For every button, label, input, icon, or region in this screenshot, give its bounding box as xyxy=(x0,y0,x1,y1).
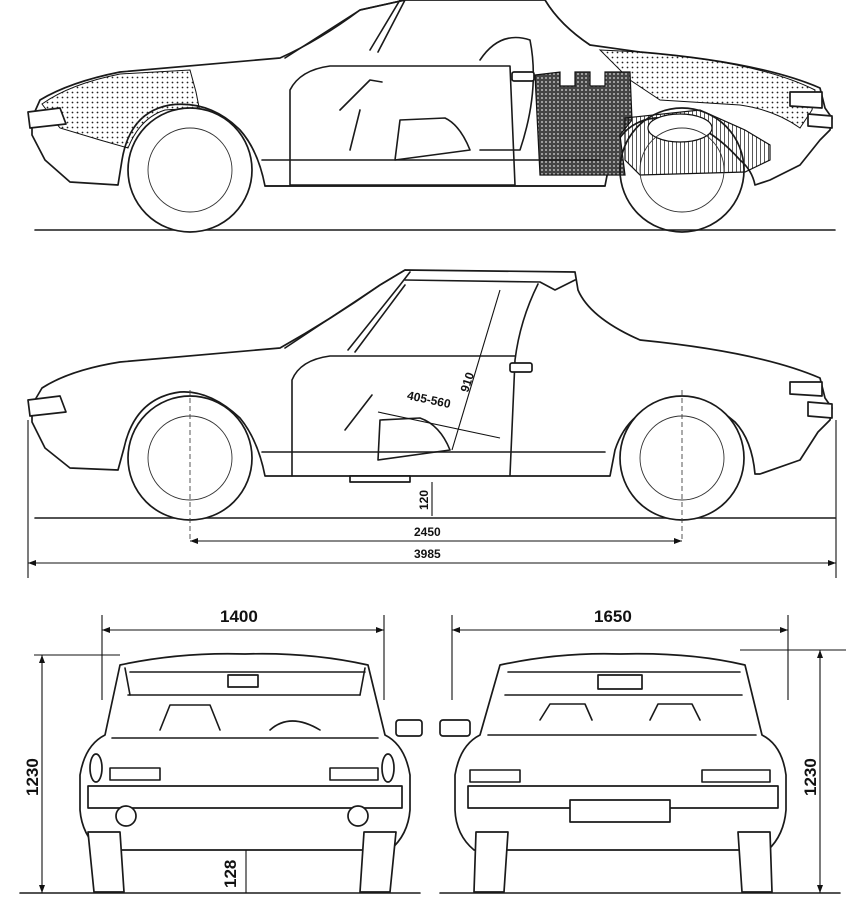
front-view: 1400 1230 128 xyxy=(19,607,423,894)
rear-seats xyxy=(539,703,701,721)
rear-deck-dotted xyxy=(598,49,816,129)
rear-bumper-cutaway xyxy=(789,91,833,129)
sill-cutaway xyxy=(261,159,606,187)
engine-block xyxy=(534,71,633,176)
seat-side xyxy=(377,417,451,461)
windscreen-side xyxy=(284,269,406,349)
overall-length-label: 3985 xyxy=(414,547,441,561)
front-indicators xyxy=(109,767,379,781)
rear-bumper xyxy=(467,785,779,809)
roof-height-dimline xyxy=(451,289,501,451)
front-bumper-cutaway xyxy=(27,107,67,129)
front-bumper-side xyxy=(27,395,67,417)
front-mirror xyxy=(395,719,423,737)
steering-cutaway xyxy=(339,79,383,151)
side-dimension-view: 910 405-560 120 2450 3985 xyxy=(27,269,837,578)
a-pillar-side xyxy=(347,271,411,353)
windscreen-cutaway xyxy=(284,0,406,59)
rear-light-clusters xyxy=(469,769,771,783)
seat-cutaway xyxy=(394,36,535,161)
front-bumper xyxy=(87,785,403,809)
targa-bar-cutaway xyxy=(544,0,591,46)
ground-clearance-label: 120 xyxy=(417,490,431,510)
rear-window xyxy=(504,671,743,696)
front-fog-left xyxy=(115,805,137,827)
door-side xyxy=(291,355,516,477)
mirror-side xyxy=(509,362,533,373)
wheelbase-label: 2450 xyxy=(414,525,441,539)
rear-left-tyre xyxy=(473,831,509,893)
door-rear-edge-side xyxy=(509,283,539,476)
front-height-label: 1230 xyxy=(23,758,42,796)
roof-height-label: 910 xyxy=(458,370,478,394)
rear-hub-cutaway xyxy=(639,127,725,213)
rear-wheel-cutaway xyxy=(619,107,745,233)
rear-roof-panel xyxy=(597,674,643,690)
rear-track-label: 1650 xyxy=(594,607,632,626)
a-pillar-cutaway xyxy=(369,0,406,53)
front-seats-steering xyxy=(159,704,321,731)
front-left-light xyxy=(89,753,103,783)
steering-column-side xyxy=(344,394,373,431)
front-right-light xyxy=(381,753,395,783)
jacking-point xyxy=(349,475,411,483)
front-wheel-cutaway xyxy=(127,107,253,233)
roof-side xyxy=(404,279,576,291)
front-fog-right xyxy=(347,805,369,827)
rear-bumper-side xyxy=(789,381,833,419)
door-cutaway xyxy=(289,65,516,186)
front-hub-cutaway xyxy=(147,127,233,213)
rear-mirror xyxy=(439,719,471,737)
seat-travel-dimline xyxy=(377,411,501,439)
mirror-cutaway xyxy=(511,71,535,82)
side-cutaway-view xyxy=(27,0,836,233)
rear-right-tyre xyxy=(737,831,773,893)
front-right-tyre xyxy=(359,831,397,893)
front-windscreen-top xyxy=(127,671,366,696)
front-track-label: 1400 xyxy=(220,607,258,626)
rear-view-mirror-front xyxy=(227,674,259,688)
rear-plate xyxy=(569,799,671,823)
front-clearance-label: 128 xyxy=(221,860,240,888)
front-left-tyre xyxy=(87,831,125,893)
front-a-pillars xyxy=(124,667,366,696)
rear-height-label: 1230 xyxy=(801,758,820,796)
rear-view: 1650 1230 xyxy=(439,607,846,894)
